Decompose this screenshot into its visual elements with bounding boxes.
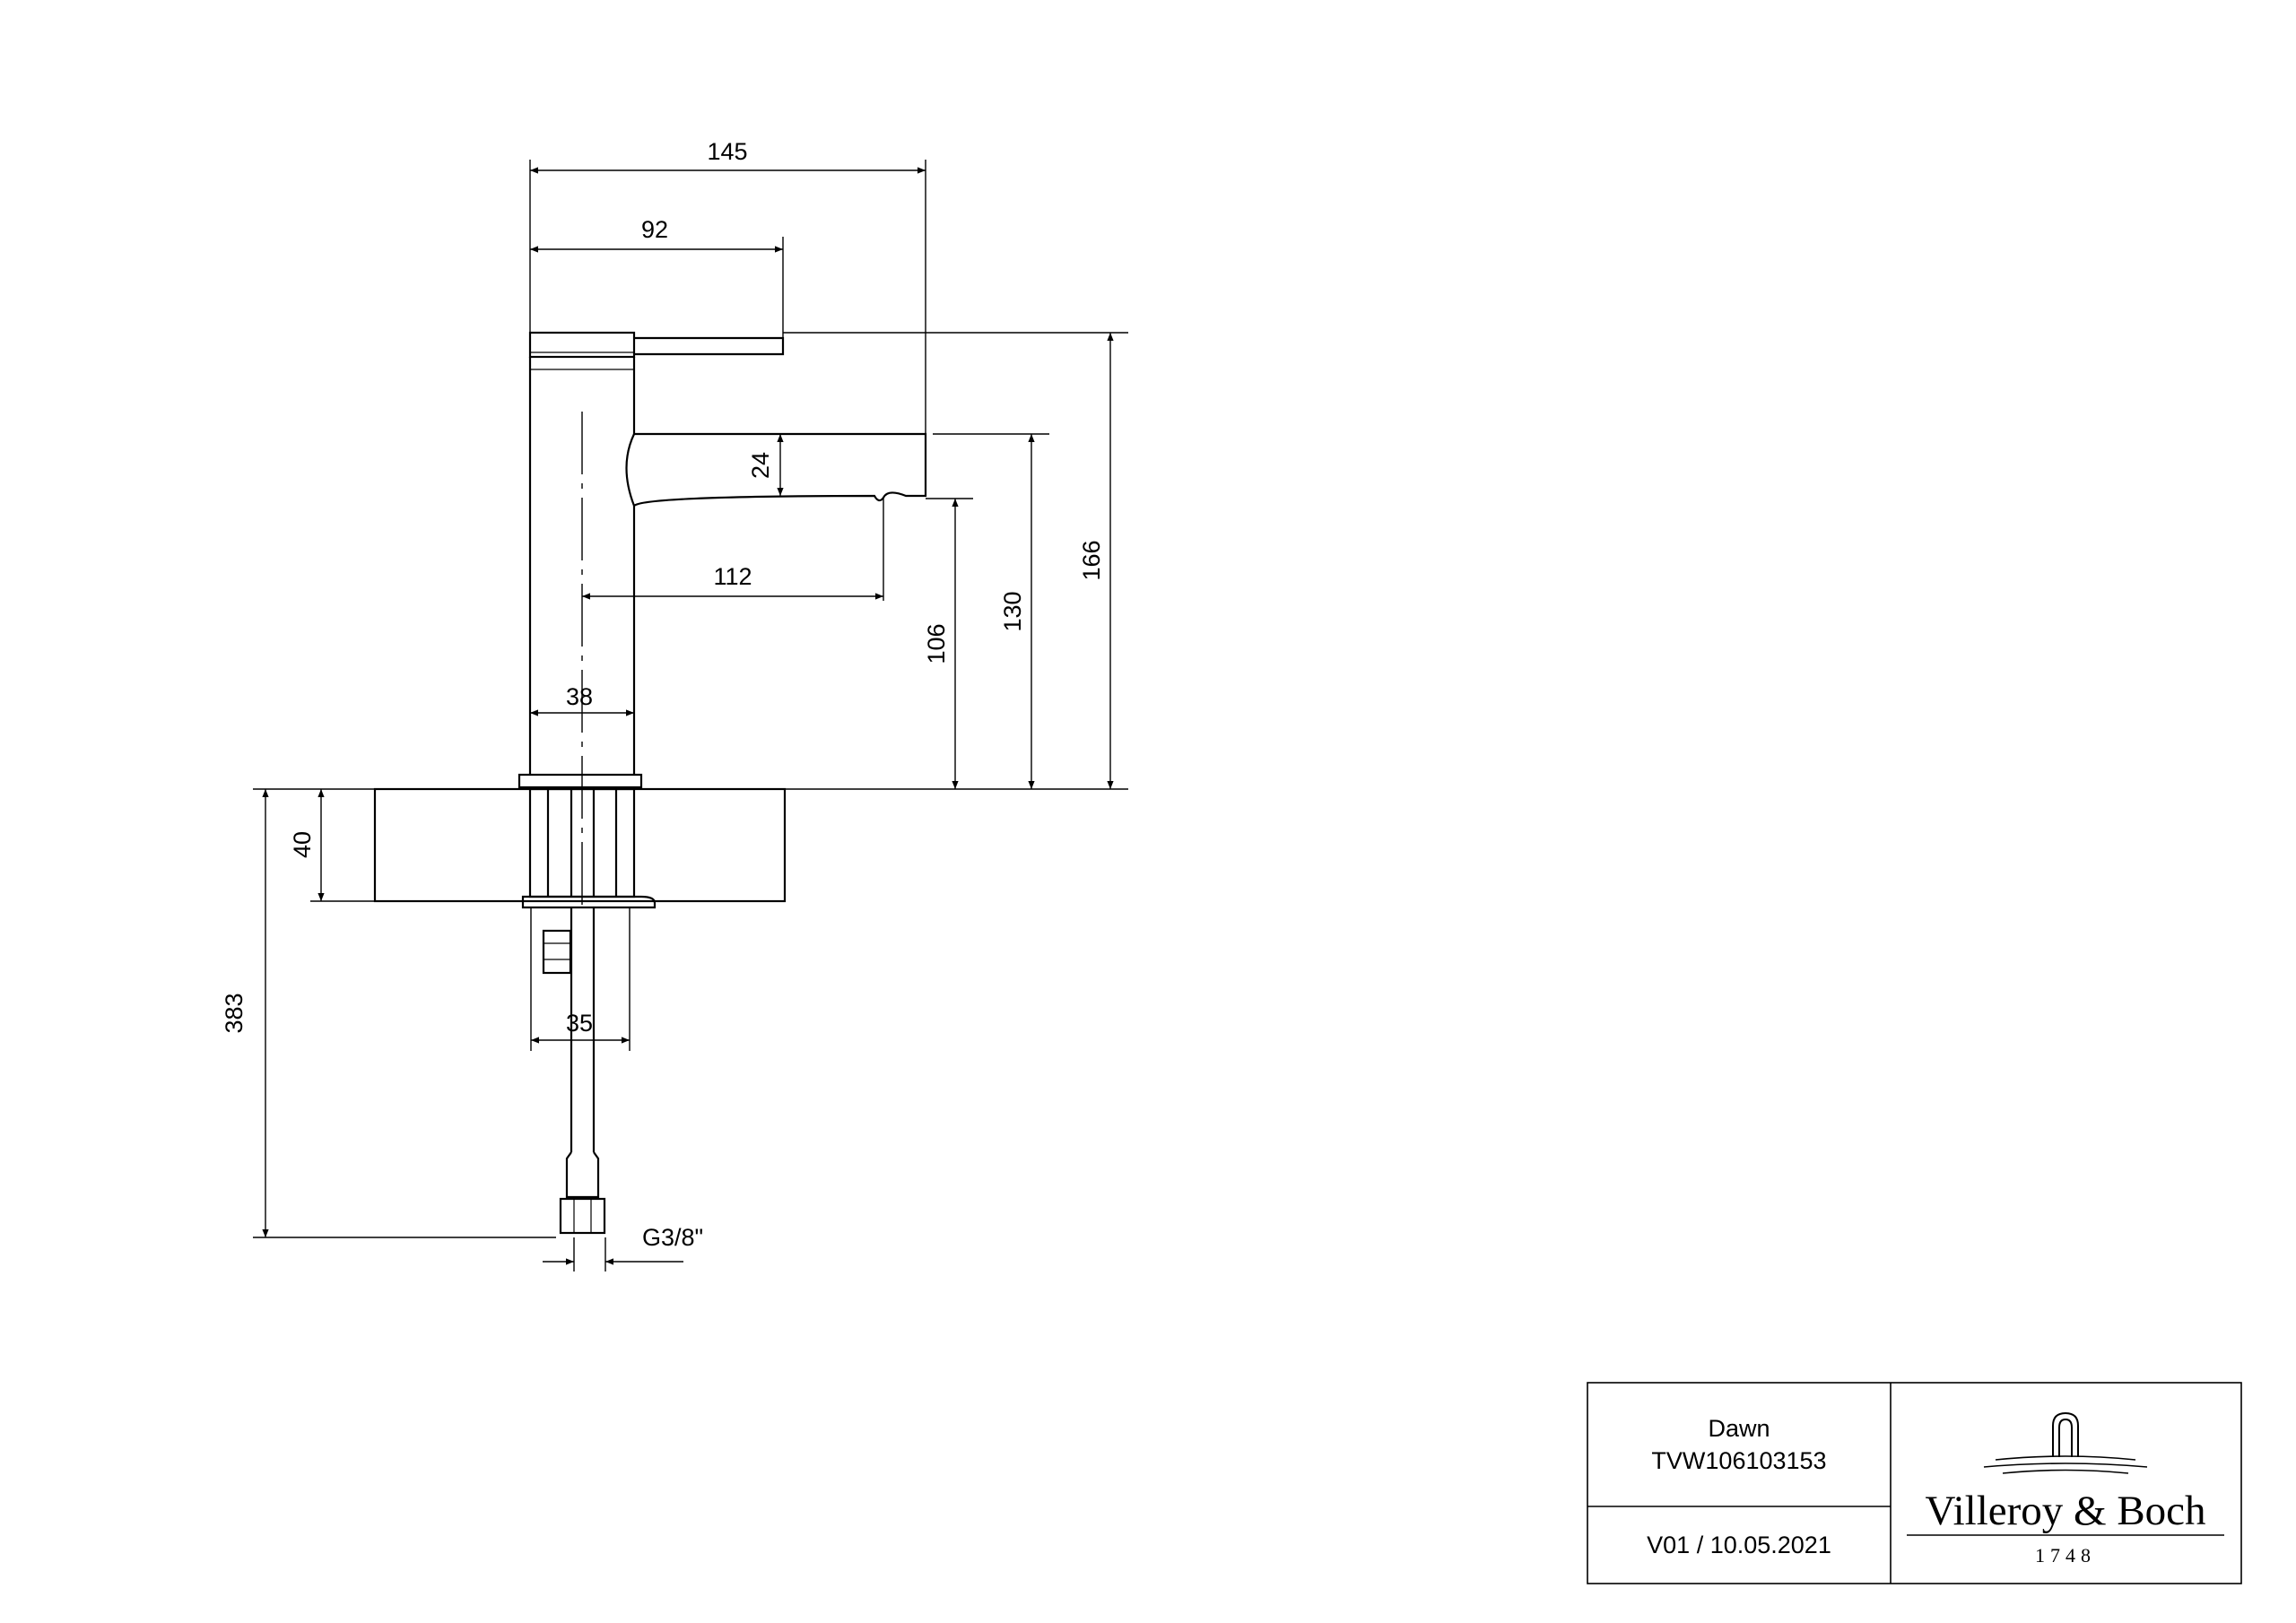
dim-label-145: 145: [707, 138, 747, 165]
product-name: Dawn: [1708, 1415, 1770, 1442]
dim-label-92: 92: [641, 216, 668, 243]
title-block: Dawn TVW106103153 V01 / 10.05.2021 Ville…: [1587, 1382, 2242, 1584]
article-number: TVW106103153: [1651, 1447, 1826, 1474]
dim-label-24: 24: [747, 452, 774, 479]
dim-label-38: 38: [566, 683, 593, 710]
dim-label-130: 130: [999, 591, 1026, 631]
dim-label-35: 35: [566, 1010, 593, 1037]
version-date: V01 / 10.05.2021: [1647, 1532, 1831, 1558]
dim-label-166: 166: [1078, 540, 1105, 580]
dim-label-40: 40: [289, 831, 316, 858]
dimension-lines: [262, 167, 1114, 1265]
extension-lines: [253, 160, 1128, 1271]
brand-year: 1748: [2035, 1544, 2096, 1567]
brand-logo: Villeroy & Boch 1748: [1907, 1411, 2224, 1567]
dim-label-112: 112: [713, 563, 752, 590]
brand-name: Villeroy & Boch: [1925, 1488, 2205, 1534]
dim-label-383: 383: [221, 993, 248, 1033]
faucet-logo-icon: [1983, 1411, 2148, 1474]
dim-label-106: 106: [923, 623, 950, 664]
faucet-outline: [373, 331, 927, 1235]
dimension-labels: 145 92 24 112 166 130 106 38 40 383 35 G…: [221, 138, 1105, 1251]
thread-label: G3/8": [642, 1224, 703, 1251]
